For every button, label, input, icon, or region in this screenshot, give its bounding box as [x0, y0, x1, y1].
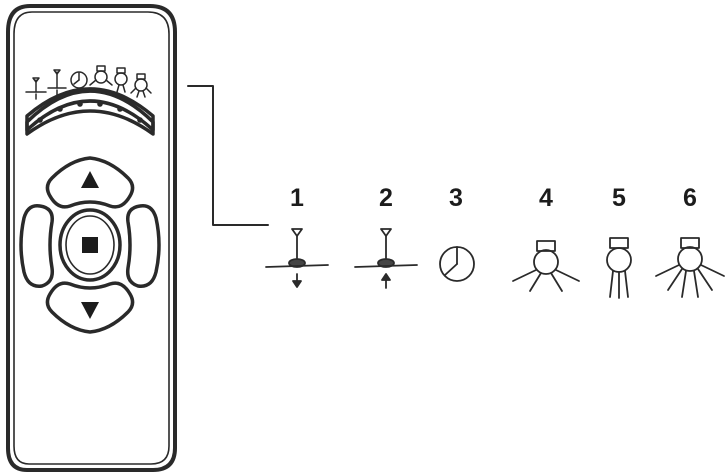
- light-narrow-beam-icon: [606, 237, 632, 299]
- fan-updraft-icon: [354, 228, 418, 289]
- legend-number-3: 3: [449, 184, 463, 212]
- down-button[interactable]: [45, 281, 135, 334]
- light-full-icon: [130, 73, 152, 98]
- remote-control: [6, 4, 177, 472]
- fan-down-icon: [25, 77, 47, 100]
- center-stop-button-rim: [65, 215, 115, 275]
- legend-number-2: 2: [379, 184, 393, 212]
- callout-line: [187, 85, 269, 226]
- square-stop-icon: [82, 237, 98, 253]
- mode-indicator-dot: [137, 117, 143, 123]
- timer-icon: [70, 71, 88, 89]
- light-wide-beam-icon: [512, 240, 580, 292]
- fan-up-icon: [47, 69, 67, 96]
- mode-indicator-dot: [97, 101, 103, 107]
- mode-indicator-dot: [37, 117, 43, 123]
- fan-downdraft-icon: [265, 228, 329, 288]
- legend-number-5: 5: [612, 184, 626, 212]
- right-button[interactable]: [125, 204, 161, 288]
- triangle-up-icon: [81, 171, 99, 188]
- timer-clock-icon: [439, 246, 475, 282]
- legend-number-1: 1: [290, 184, 304, 212]
- light-wide-icon: [89, 65, 113, 86]
- up-button[interactable]: [45, 156, 135, 209]
- left-button[interactable]: [19, 204, 55, 288]
- mode-indicator-dots: [37, 101, 143, 123]
- legend-icons: [265, 228, 725, 299]
- light-narrow-icon: [114, 67, 128, 93]
- remote-mode-icons: [25, 65, 152, 100]
- legend-number-4: 4: [539, 184, 553, 212]
- legend-numbers: 1 2 3 4 5 6: [290, 184, 697, 212]
- triangle-down-icon: [81, 302, 99, 319]
- center-stop-button[interactable]: [58, 208, 122, 282]
- light-full-beam-icon: [655, 237, 725, 298]
- direction-pad: [19, 156, 161, 334]
- legend-number-6: 6: [683, 184, 697, 212]
- remote-body-inner: [13, 11, 170, 465]
- mode-indicator-dot: [77, 101, 83, 107]
- remote-body: [6, 4, 177, 472]
- mode-selector[interactable]: [25, 87, 155, 136]
- mode-indicator-dot: [57, 106, 63, 112]
- mode-indicator-dot: [117, 106, 123, 112]
